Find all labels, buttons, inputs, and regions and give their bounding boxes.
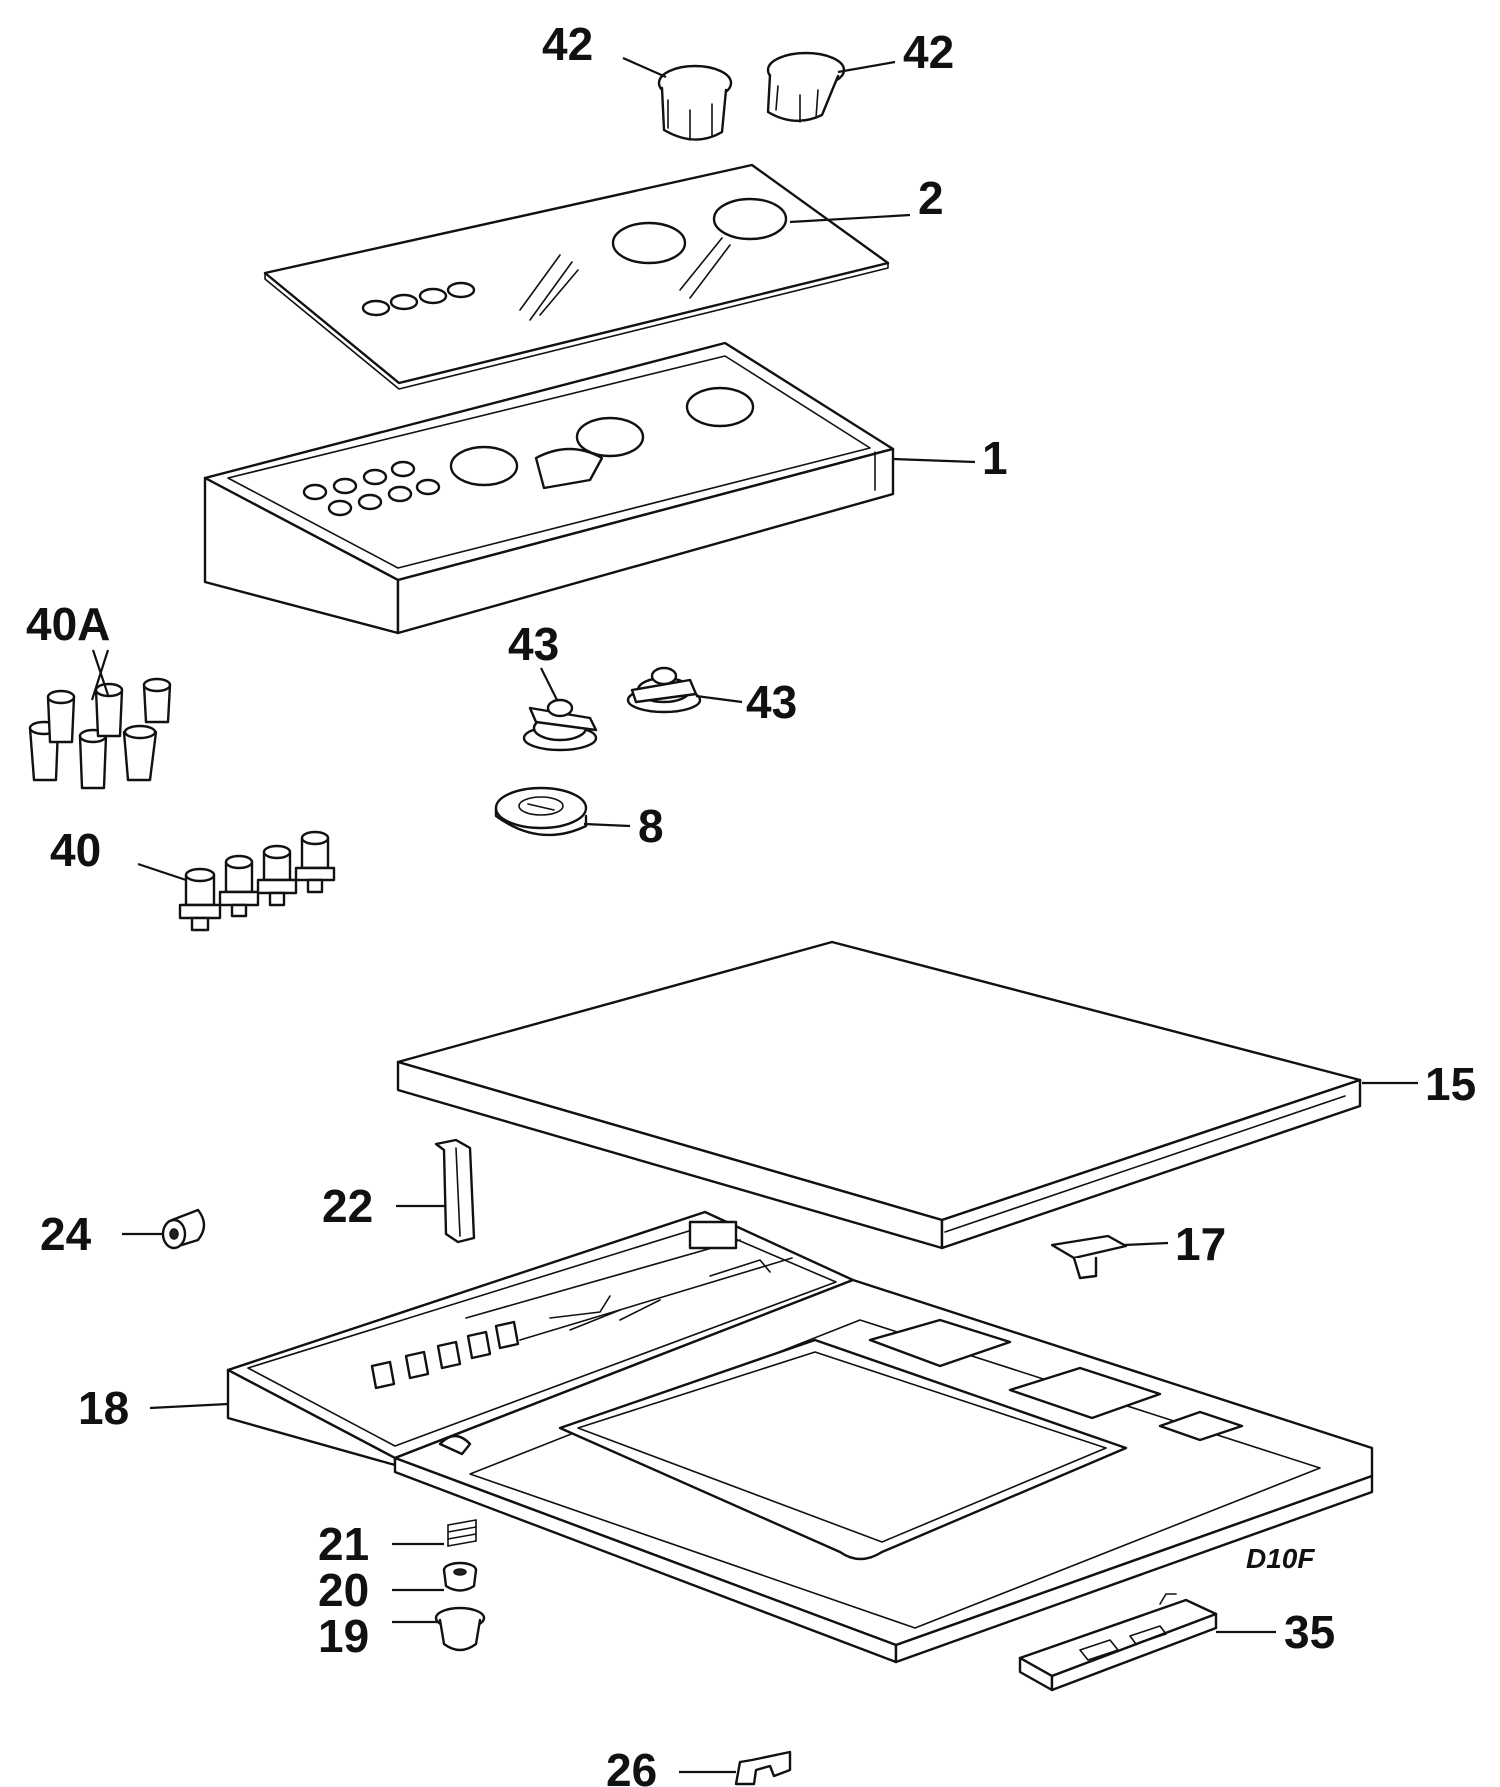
callout-2: 2 [918,172,944,224]
drawing-code: D10F [1246,1543,1315,1574]
callout-21: 21 [318,1518,369,1570]
washer-disc [494,786,588,837]
callout-20: 20 [318,1564,369,1616]
spindle-hub-left [522,698,598,752]
leader-lines [90,56,1418,1774]
callout-43-right: 43 [746,676,797,728]
callout-22: 22 [322,1180,373,1232]
bracket-part [1050,1234,1128,1280]
cap-part [442,1561,478,1592]
callout-18: 18 [78,1382,129,1434]
callout-labels: 42 42 2 1 40A 43 43 8 40 15 22 24 17 18 … [26,18,1476,1787]
callout-24: 24 [40,1208,92,1260]
lid-panel [396,940,1362,1250]
callout-26: 26 [606,1744,657,1787]
base-frame [226,1210,1374,1664]
roller-part [161,1208,206,1250]
spindle-hub-right [626,666,702,714]
glass-panel [263,163,890,390]
callout-35: 35 [1284,1606,1335,1658]
callout-19: 19 [318,1610,369,1662]
knob-cap-left [657,64,733,141]
callout-15: 15 [1425,1058,1476,1110]
push-button-set-40 [178,830,336,932]
control-panel-housing [203,341,895,635]
latch-plate [1018,1593,1218,1692]
callout-17: 17 [1175,1218,1226,1270]
callout-42-right: 42 [903,26,954,78]
switch-block-set [370,1259,771,1390]
callout-42-left: 42 [542,18,593,70]
callout-40: 40 [50,824,101,876]
callout-43-upper: 43 [508,618,559,670]
clip-part [434,1138,476,1244]
callout-1: 1 [982,432,1008,484]
foot-part [434,1606,486,1652]
knob-cap-right [766,51,846,123]
callout-8: 8 [638,800,664,852]
callout-40a: 40A [26,598,110,650]
spring-part [447,1519,477,1547]
hook-clip [734,1750,792,1786]
knob-set-40a [28,677,172,790]
